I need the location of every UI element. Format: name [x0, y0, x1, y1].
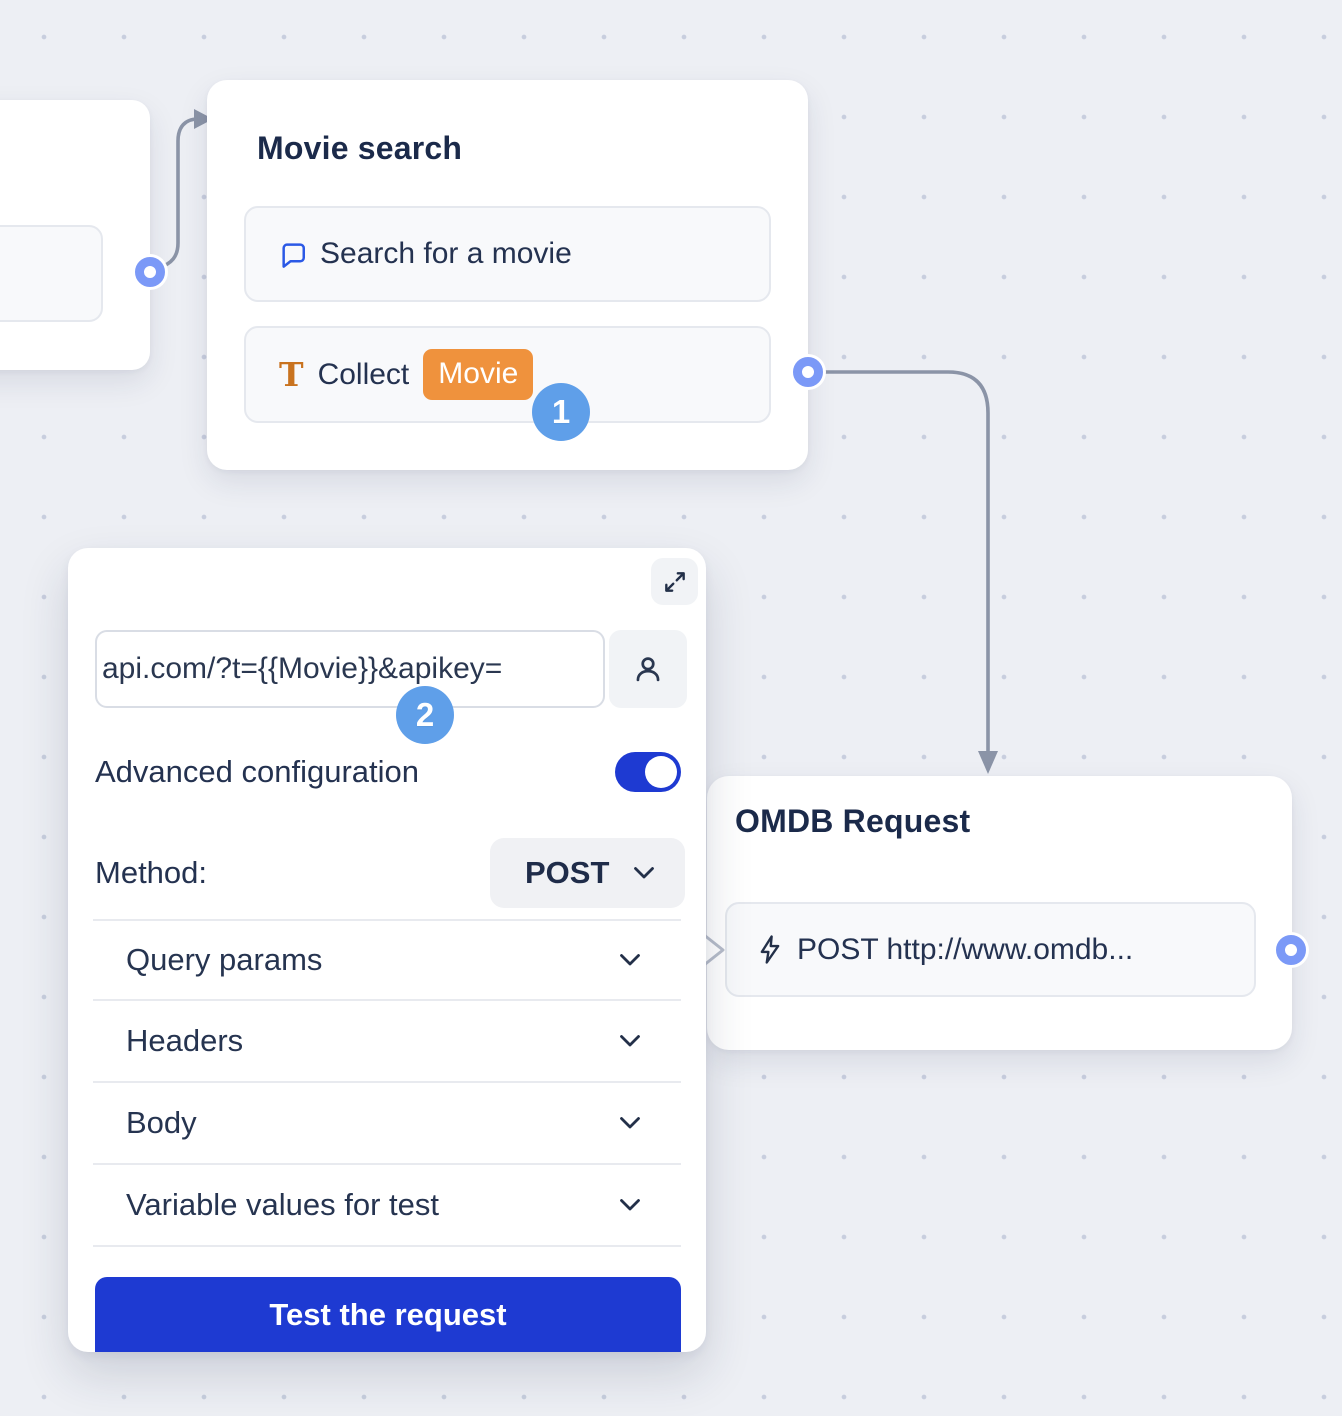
section-query-params[interactable]: Query params: [93, 919, 681, 1001]
test-request-button[interactable]: Test the request: [95, 1277, 681, 1352]
method-select[interactable]: POST: [490, 838, 685, 908]
port-omdb-output[interactable]: [1276, 935, 1306, 965]
question-block-label: Search for a movie: [320, 237, 572, 270]
chat-bubble-icon: [282, 242, 305, 268]
webhook-config-panel[interactable]: api.com/?t={{Movie}}&apikey= 2 Advanced …: [68, 548, 706, 1352]
step-badge-2: 2: [396, 686, 454, 744]
partial-left-node-item[interactable]: [0, 225, 103, 322]
collect-block-label: Collect: [317, 357, 410, 391]
section-body[interactable]: Body: [93, 1083, 681, 1165]
chevron-down-icon: [620, 1199, 640, 1211]
section-label: Headers: [126, 1023, 244, 1058]
chevron-down-icon: [634, 867, 654, 879]
port-movie-search-output[interactable]: [793, 357, 823, 387]
movie-search-node[interactable]: Movie search Search for a movie T Collec…: [207, 80, 808, 470]
lightning-icon: [760, 935, 780, 964]
text-collect-icon: T: [279, 355, 304, 394]
chevron-down-icon: [620, 954, 640, 966]
section-label: Query params: [126, 942, 323, 977]
question-block[interactable]: Search for a movie: [244, 206, 771, 302]
advanced-configuration-label: Advanced configuration: [95, 754, 420, 789]
url-input-value: api.com/?t={{Movie}}&apikey=: [102, 652, 503, 685]
expand-icon: [664, 571, 685, 592]
person-icon: [636, 657, 660, 682]
node-title: Movie search: [257, 130, 463, 166]
partial-left-node[interactable]: [0, 100, 150, 370]
url-input[interactable]: api.com/?t={{Movie}}&apikey=: [95, 630, 605, 708]
section-headers[interactable]: Headers: [93, 1001, 681, 1083]
toggle-knob: [645, 756, 677, 788]
webhook-block-label: POST http://www.omdb...: [797, 932, 1134, 966]
method-label: Method:: [95, 855, 208, 890]
insert-variable-button[interactable]: [609, 630, 687, 708]
chevron-down-icon: [620, 1035, 640, 1047]
section-label: Body: [126, 1105, 197, 1140]
method-selected-value: POST: [525, 855, 610, 890]
section-variable-values[interactable]: Variable values for test: [93, 1165, 681, 1247]
port-left-node-output[interactable]: [135, 257, 165, 287]
section-label: Variable values for test: [126, 1187, 440, 1222]
omdb-request-node[interactable]: OMDB Request POST http://www.omdb...: [707, 776, 1292, 1050]
variable-chip-movie[interactable]: Movie: [423, 349, 534, 400]
advanced-configuration-toggle[interactable]: [615, 752, 681, 792]
chevron-down-icon: [620, 1117, 640, 1129]
request-config-accordion: Query params Headers Body Variable value…: [93, 919, 681, 1247]
webhook-block[interactable]: POST http://www.omdb...: [725, 902, 1256, 997]
collect-block[interactable]: T Collect Movie: [244, 326, 771, 423]
step-badge-1: 1: [532, 383, 590, 441]
expand-button[interactable]: [651, 558, 698, 605]
node-title: OMDB Request: [735, 803, 971, 839]
